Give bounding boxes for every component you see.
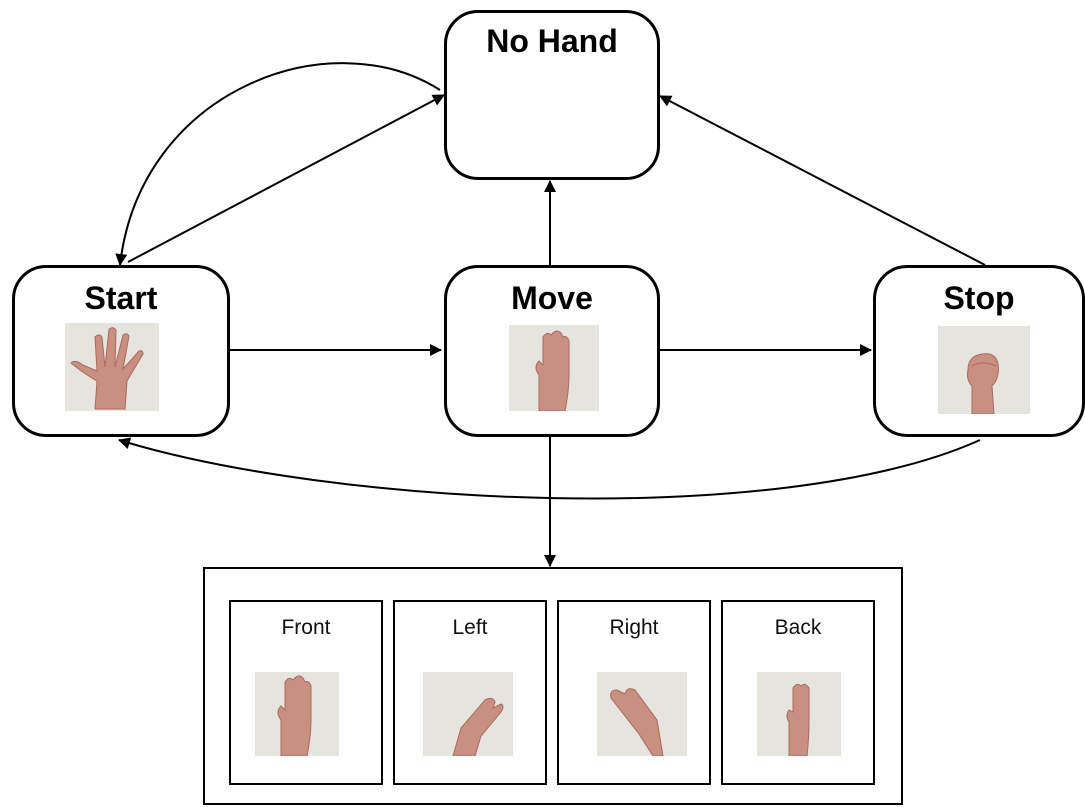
- edge-stop-to-nohand: [659, 95, 986, 266]
- state-move: Move: [444, 265, 660, 437]
- hand-front-icon: [255, 672, 339, 756]
- state-start: Start: [12, 265, 230, 437]
- flat-palm-icon: [509, 325, 599, 411]
- state-no-hand-title: No Hand: [486, 23, 618, 59]
- fist-icon: [938, 326, 1030, 414]
- edge-nohand-to-start: [115, 62, 441, 266]
- direction-back-label: Back: [774, 616, 822, 639]
- state-start-title: Start: [84, 280, 158, 316]
- hand-back-icon: [757, 672, 841, 756]
- state-stop-title: Stop: [943, 280, 1015, 316]
- direction-card-back: Back: [721, 600, 875, 785]
- direction-card-left: Left: [393, 600, 547, 785]
- state-stop: Stop: [873, 265, 1085, 437]
- direction-left-label: Left: [452, 616, 488, 639]
- direction-card-right: Right: [557, 600, 711, 785]
- direction-panel: Front Left Right Back: [203, 567, 903, 805]
- edge-stop-to-start: [118, 437, 981, 500]
- edge-start-to-nohand: [127, 94, 445, 263]
- direction-front-label: Front: [281, 616, 331, 639]
- state-no-hand: No Hand: [444, 10, 660, 180]
- hand-left-icon: [423, 672, 513, 756]
- open-hand-icon: [65, 323, 159, 411]
- state-move-title: Move: [511, 280, 593, 316]
- direction-right-label: Right: [609, 616, 659, 639]
- hand-right-icon: [597, 672, 687, 756]
- direction-card-front: Front: [229, 600, 383, 785]
